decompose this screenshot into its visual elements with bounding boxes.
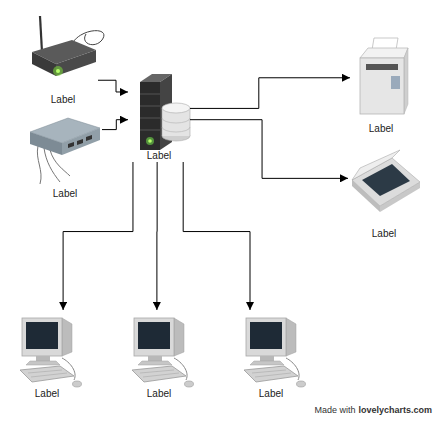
printer-node: Label xyxy=(350,38,412,135)
device-label: Label xyxy=(35,388,59,400)
server-icon-part xyxy=(140,82,160,150)
network-connector xyxy=(183,162,250,310)
network-connector xyxy=(190,78,350,109)
network-connector xyxy=(63,162,133,310)
printer-icon-part xyxy=(366,64,398,70)
router-node: Label xyxy=(28,14,98,106)
router-icon-part xyxy=(53,66,63,76)
device-label: Label xyxy=(369,123,393,135)
device-label: Label xyxy=(372,228,396,240)
router-icon-part xyxy=(40,16,42,52)
computer-node: Label xyxy=(124,310,194,400)
server-icon-part xyxy=(162,103,190,113)
router-icon xyxy=(32,16,104,76)
printer-icon-part xyxy=(391,76,400,89)
router-icon-part xyxy=(56,69,60,73)
server-icon-part xyxy=(162,118,190,123)
watermark-text: lovelycharts.com xyxy=(358,405,432,415)
device-label: Label xyxy=(147,388,171,400)
watermark: Made withlovelycharts.com xyxy=(314,405,432,415)
device-label: Label xyxy=(147,150,171,162)
network-connector xyxy=(98,80,128,92)
computer-icon xyxy=(132,318,194,387)
server-icon-part xyxy=(162,127,190,132)
computer-node: Label xyxy=(12,310,82,400)
network-connector xyxy=(102,120,128,130)
server-icon-part xyxy=(146,137,154,145)
server-icon-part xyxy=(190,108,191,136)
computer-icon xyxy=(244,318,306,387)
switch-node: Label xyxy=(28,112,102,200)
switch-icon-part xyxy=(77,139,83,145)
server-icon xyxy=(140,74,190,150)
server-icon-part xyxy=(140,130,160,131)
computer-icon xyxy=(20,318,82,387)
server-icon-part xyxy=(162,108,163,136)
printer-icon xyxy=(360,38,408,114)
switch-icon xyxy=(30,118,100,184)
network-connector xyxy=(156,162,157,310)
router-icon-part xyxy=(32,52,56,76)
scanner-icon-part xyxy=(352,150,400,180)
scanner-node: Label xyxy=(348,148,420,240)
server-icon-part xyxy=(140,106,160,107)
printer-icon-part xyxy=(404,48,408,114)
network-connector xyxy=(190,120,348,179)
scanner-icon-part xyxy=(352,158,420,206)
server-icon-part xyxy=(140,118,160,119)
scanner-icon xyxy=(352,150,420,212)
watermark-text: Made with xyxy=(314,405,355,415)
device-label: Label xyxy=(259,388,283,400)
switch-icon-part xyxy=(62,128,100,155)
switch-icon-part xyxy=(37,146,41,184)
device-label: Label xyxy=(53,188,77,200)
printer-icon-part xyxy=(360,48,408,58)
switch-icon-part xyxy=(30,132,62,155)
switch-icon-part xyxy=(68,142,74,148)
server-icon-part xyxy=(148,139,152,143)
server-icon-part xyxy=(140,94,160,95)
device-label: Label xyxy=(51,94,75,106)
computer-node: Label xyxy=(236,310,306,400)
switch-icon-part xyxy=(86,135,92,141)
server-node: Label xyxy=(128,68,190,162)
printer-icon-part xyxy=(360,58,404,114)
